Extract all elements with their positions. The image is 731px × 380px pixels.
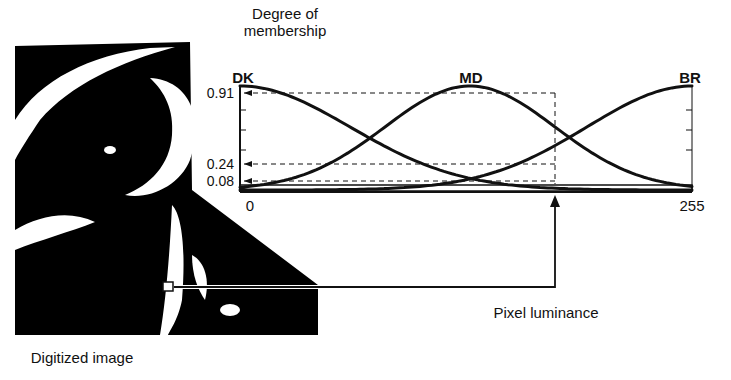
membership-curves — [240, 86, 692, 190]
tick-value: 0.24 — [207, 157, 234, 172]
curve-name: BR — [679, 70, 701, 87]
curve-name: MD — [459, 70, 482, 87]
axis-max: 255 — [679, 198, 704, 215]
tick-value: 0.91 — [207, 86, 234, 101]
axis-min: 0 — [246, 198, 254, 215]
tick-value: 0.08 — [207, 174, 234, 189]
axis-caption: Pixel luminance — [493, 305, 598, 322]
image-caption: Digitized image — [31, 350, 134, 367]
axis-title: Degree of membership — [235, 6, 335, 39]
curve-name: DK — [232, 70, 254, 87]
pixel-pointer — [163, 195, 560, 291]
membership-chart — [240, 86, 692, 192]
